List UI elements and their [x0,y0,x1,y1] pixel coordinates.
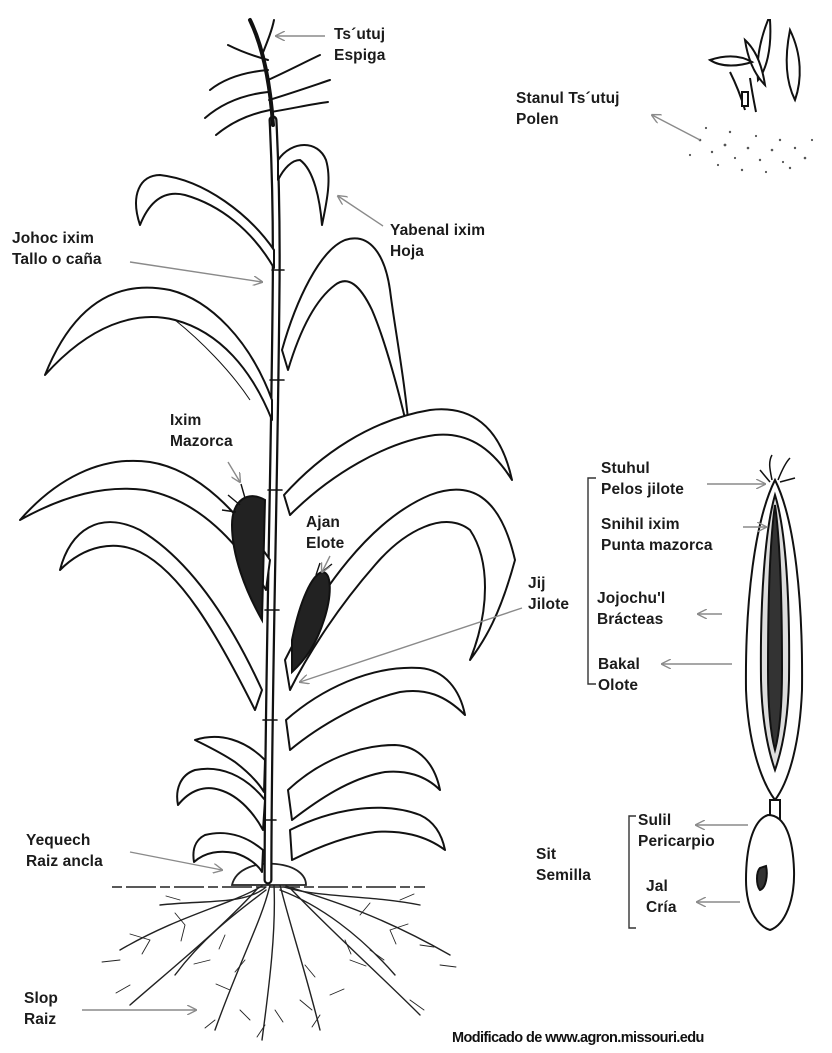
label-mazorca: Ixim Mazorca [170,410,233,452]
label-elote-spanish: Elote [306,533,344,554]
label-raizancla-local: Yequech [26,830,103,851]
label-olote-spanish: Olote [598,675,640,696]
label-olote: Bakal Olote [598,654,640,696]
label-mazorca-spanish: Mazorca [170,431,233,452]
kernel-drawing [746,815,794,930]
label-bracteas-spanish: Brácteas [597,609,665,630]
pollen-dust [689,127,813,173]
pollen-spikelets [710,20,800,112]
label-semilla: Sit Semilla [536,844,591,886]
label-hoja: Yabenal ixim Hoja [390,220,485,262]
label-pericarpio: Sulil Pericarpio [638,810,715,852]
label-hoja-spanish: Hoja [390,241,485,262]
label-espiga: Ts´utuj Espiga [334,24,385,66]
label-jilote-local: Jij [528,573,569,594]
label-punta-spanish: Punta mazorca [601,535,713,556]
label-cria-spanish: Cría [646,897,677,918]
label-tallo-spanish: Tallo o caña [12,249,102,270]
label-pericarpio-local: Sulil [638,810,715,831]
label-espiga-local: Ts´utuj [334,24,385,45]
label-polen-local: Stanul Ts´utuj [516,88,620,109]
label-raiz-spanish: Raiz [24,1009,58,1030]
arrow-polen [652,115,700,140]
label-olote-local: Bakal [598,654,640,675]
label-semilla-local: Sit [536,844,591,865]
label-punta: Snihil ixim Punta mazorca [601,514,713,556]
tassel [205,20,330,135]
label-pelos: Stuhul Pelos jilote [601,458,684,500]
label-pelos-local: Stuhul [601,458,684,479]
label-cria: Jal Cría [646,876,677,918]
ear-labels-bracket [588,478,596,684]
source-credit: Modificado de www.agron.missouri.edu [452,1030,704,1046]
label-jilote: Jij Jilote [528,573,569,615]
arrow-mazorca [228,462,240,482]
ear-cross-section [746,455,802,830]
kernel-labels-bracket [629,816,636,928]
label-raiz: Slop Raiz [24,988,58,1030]
label-tallo-local: Johoc ixim [12,228,102,249]
label-tallo: Johoc ixim Tallo o caña [12,228,102,270]
label-polen-spanish: Polen [516,109,620,130]
label-raizancla-spanish: Raiz ancla [26,851,103,872]
roots [102,885,456,1040]
label-punta-local: Snihil ixim [601,514,713,535]
label-hoja-local: Yabenal ixim [390,220,485,241]
arrow-hoja [338,196,383,226]
arrow-tallo [130,262,262,282]
label-bracteas-local: Jojochu'l [597,588,665,609]
label-semilla-spanish: Semilla [536,865,591,886]
label-mazorca-local: Ixim [170,410,233,431]
label-polen: Stanul Ts´utuj Polen [516,88,620,130]
label-raiz-local: Slop [24,988,58,1009]
label-pelos-spanish: Pelos jilote [601,479,684,500]
label-espiga-spanish: Espiga [334,45,385,66]
label-elote-local: Ajan [306,512,344,533]
label-raizancla: Yequech Raiz ancla [26,830,103,872]
label-jilote-spanish: Jilote [528,594,569,615]
label-pericarpio-spanish: Pericarpio [638,831,715,852]
label-cria-local: Jal [646,876,677,897]
label-elote: Ajan Elote [306,512,344,554]
label-bracteas: Jojochu'l Brácteas [597,588,665,630]
